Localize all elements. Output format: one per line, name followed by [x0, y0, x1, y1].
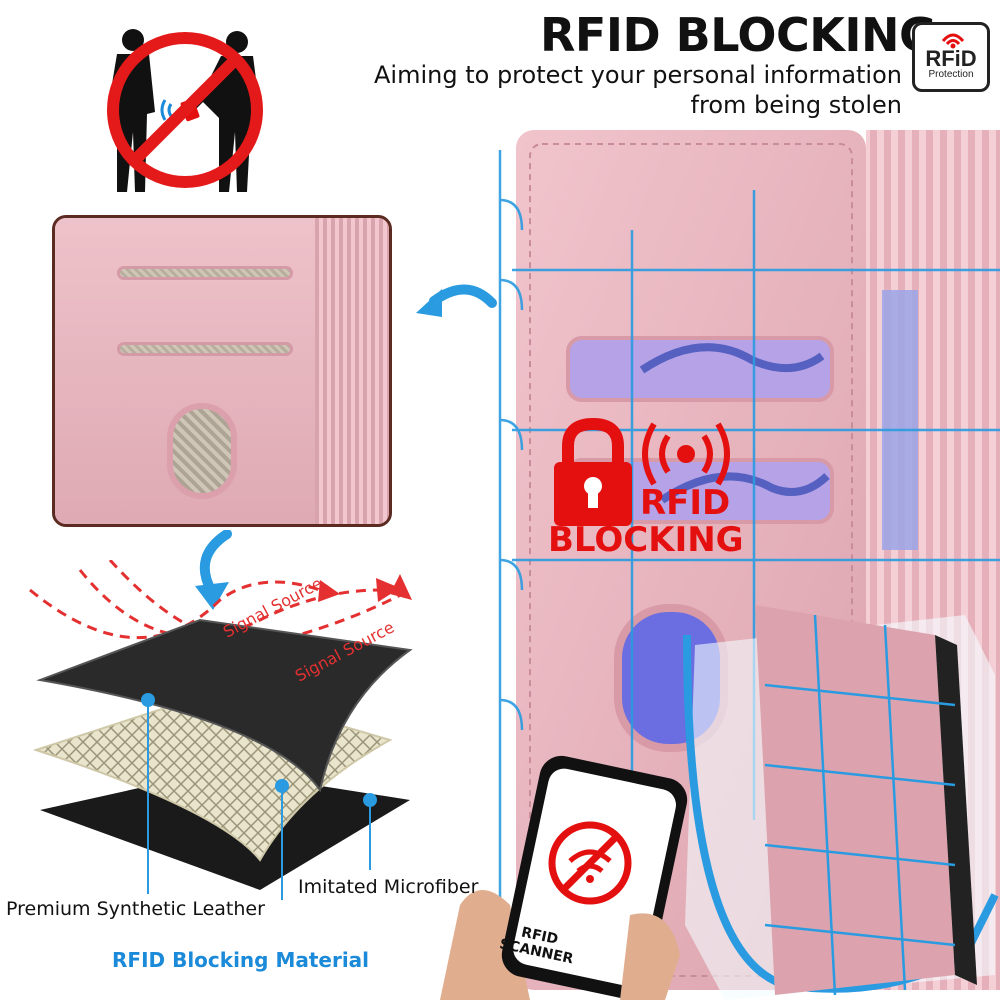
- wallet-spine-texture: [315, 218, 389, 524]
- wallet-closeup: [52, 215, 392, 527]
- curved-arrow-down-icon: [195, 530, 232, 610]
- premium-leather-label: Premium Synthetic Leather: [6, 898, 265, 920]
- rfid-material-label: RFID Blocking Material: [112, 948, 370, 972]
- thumb-cutout: [167, 403, 237, 499]
- subtitle-line-1: Aiming to protect your personal informat…: [374, 61, 902, 89]
- material-layers-diagram: [29, 560, 413, 900]
- badge-sublabel: Protection: [928, 69, 974, 80]
- badge-label: RFiD: [925, 46, 977, 71]
- card-slot: [117, 342, 293, 356]
- curved-arrow-left-icon: [416, 284, 497, 317]
- card-slot: [117, 266, 293, 280]
- microfiber-label: Imitated Microfiber: [298, 876, 479, 898]
- rfid-protection-badge: RFiD Protection: [912, 22, 990, 92]
- page-title: RFID BLOCKING: [540, 8, 937, 62]
- closed-wallet-with-shield: [683, 605, 999, 1000]
- overlay-blocking-text: BLOCKING: [548, 520, 744, 560]
- rfid-scanner-phone: [440, 755, 688, 1000]
- wifi-signal-icon: [941, 33, 965, 49]
- overlay-rfid-text: RFID: [640, 483, 731, 523]
- rfid-signal-icon: [642, 422, 730, 486]
- pickpocket-prohibited-icon: [107, 29, 263, 192]
- subtitle-line-2: from being stolen: [690, 91, 902, 119]
- page-subtitle: Aiming to protect your personal informat…: [302, 60, 902, 120]
- padlock-icon: [554, 418, 632, 526]
